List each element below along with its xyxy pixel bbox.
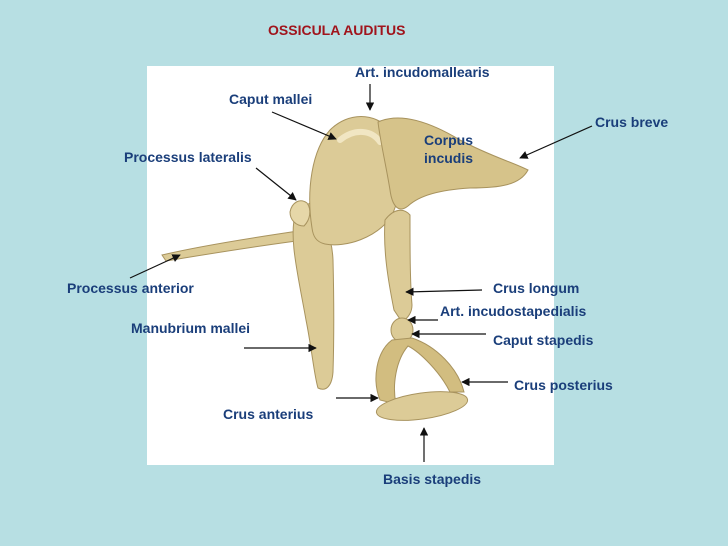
basis-stapedis-bone [375, 391, 469, 421]
leader-caput-mallei [271, 111, 337, 140]
label-corpus-incudis: Corpus incudis [424, 131, 473, 167]
label-corpus-incudis-line1: Corpus [424, 132, 473, 148]
manubrium-mallei-bone [292, 202, 335, 390]
stapes-crura-bone [375, 337, 465, 405]
label-art-incudomallearis: Art. incudomallearis [355, 64, 490, 80]
label-caput-mallei: Caput mallei [229, 91, 313, 107]
label-crus-breve: Crus breve [595, 114, 669, 130]
corpus-incudis-bone [377, 117, 529, 210]
leader-processus-anterior [129, 254, 181, 279]
label-basis-stapedis: Basis stapedis [383, 471, 482, 487]
processus-lateralis-bone [289, 200, 311, 227]
label-art-incudostapedialis: Art. incudostapedialis [440, 303, 587, 319]
label-processus-lateralis: Processus lateralis [124, 149, 252, 165]
label-crus-longum: Crus longum [493, 280, 580, 296]
diagram-title: OSSICULA AUDITUS [268, 22, 406, 38]
label-caput-stapedis: Caput stapedis [493, 332, 594, 348]
crus-longum-bone [384, 209, 413, 323]
label-processus-anterior: Processus anterior [67, 280, 194, 296]
leader-processus-lateralis [255, 167, 297, 201]
label-corpus-incudis-line2: incudis [424, 150, 474, 166]
label-crus-posterius: Crus posterius [514, 377, 613, 393]
label-crus-anterius: Crus anterius [223, 406, 314, 422]
label-manubrium-mallei: Manubrium mallei [131, 320, 251, 336]
leader-crus-longum [405, 287, 483, 296]
leader-crus-breve [519, 125, 593, 159]
